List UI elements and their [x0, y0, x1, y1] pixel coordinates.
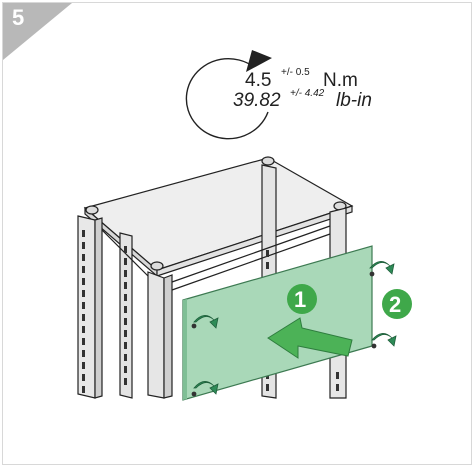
torque-imperial-tolerance: +/- 4.42 [290, 88, 325, 99]
callout-1: 1 [287, 284, 317, 314]
step-badge: 5 [3, 3, 72, 60]
torque-imperial-value: 39.82 [233, 90, 281, 111]
screw-tighten-icon [191, 381, 219, 397]
screw-tighten-icon [369, 261, 395, 277]
torque-metric-value: 4.5 [245, 70, 271, 91]
step-number: 5 [12, 5, 24, 30]
torque-imperial-unit: lb-in [336, 90, 372, 111]
torque-rotation-arrow-icon [185, 50, 272, 140]
torque-metric-unit: N.m [323, 70, 358, 91]
callout-2: 2 [382, 289, 412, 319]
torque-metric-tolerance: +/- 0.5 [281, 67, 310, 78]
torque-spec: 4.5 +/- 0.5 N.m 39.82 +/- 4.42 lb-in [233, 67, 372, 111]
insert-arrow-icon [267, 317, 353, 359]
callout-2-label: 2 [389, 292, 401, 317]
callout-1-label: 1 [294, 287, 306, 312]
screw-tighten-icon [371, 333, 397, 349]
svg-text:4.5: 4.5 [245, 70, 271, 91]
screw-tighten-icon [191, 315, 219, 329]
